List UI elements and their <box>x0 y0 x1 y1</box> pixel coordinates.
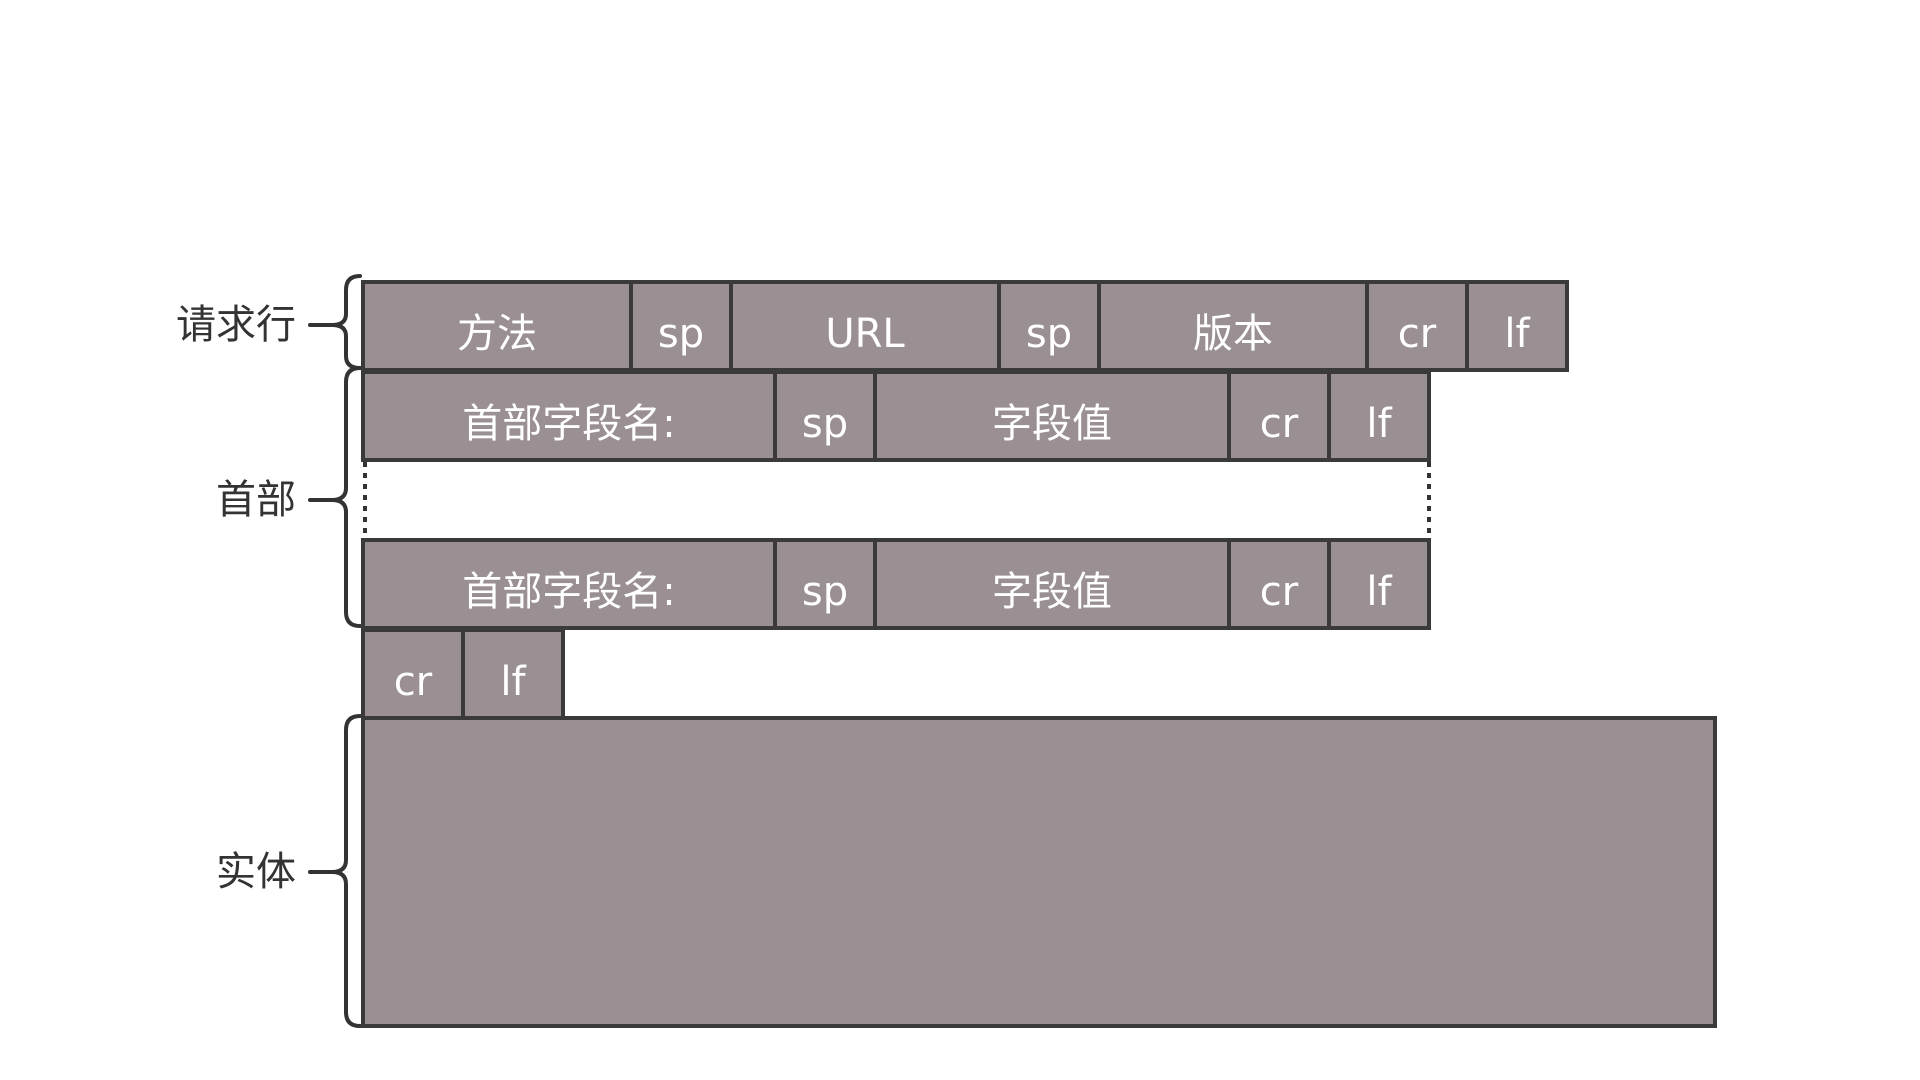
header-lf-text: lf <box>1366 401 1392 447</box>
request-version-cell: 版本 <box>1097 280 1369 372</box>
request-lf-cell: lf <box>1465 280 1569 372</box>
request-url-cell: URL <box>729 280 1001 372</box>
header-value-text: 字段值 <box>992 401 1112 447</box>
blank-line-lf-cell: lf <box>461 628 565 720</box>
header-sp-cell: sp <box>773 538 877 630</box>
request-cr-cell: cr <box>1365 280 1469 372</box>
blank-line-cr-text: cr <box>394 659 433 705</box>
request-version-text: 版本 <box>1193 311 1273 357</box>
header-sp-cell: sp <box>773 370 877 462</box>
header-cr-text: cr <box>1260 569 1299 615</box>
request-method-text: 方法 <box>457 311 537 357</box>
request-sp1-text: sp <box>658 311 704 357</box>
header-value-cell: 字段值 <box>873 538 1231 630</box>
header-name-text: 首部字段名: <box>462 401 675 447</box>
request-url-text: URL <box>825 311 905 357</box>
header-name-text: 首部字段名: <box>462 569 675 615</box>
entity-body-block <box>361 716 1717 1028</box>
header-cr-cell: cr <box>1227 370 1331 462</box>
header-lf-cell: lf <box>1327 370 1431 462</box>
header-lf-text: lf <box>1366 569 1392 615</box>
header-label: 首部 <box>216 477 296 523</box>
request-sp2-cell: sp <box>997 280 1101 372</box>
header-lf-cell: lf <box>1327 538 1431 630</box>
header-name-cell: 首部字段名: <box>361 370 777 462</box>
blank-line-cr-cell: cr <box>361 628 465 720</box>
request-sp1-cell: sp <box>629 280 733 372</box>
entity-label: 实体 <box>216 849 296 895</box>
request-method-cell: 方法 <box>361 280 633 372</box>
request-cr-text: cr <box>1398 311 1437 357</box>
header-cr-cell: cr <box>1227 538 1331 630</box>
request-line-brace <box>308 274 362 370</box>
request-sp2-text: sp <box>1026 311 1072 357</box>
blank-line-lf-text: lf <box>500 659 526 705</box>
header-brace <box>308 366 362 628</box>
header-sp-text: sp <box>802 569 848 615</box>
header-value-cell: 字段值 <box>873 370 1231 462</box>
header-value-text: 字段值 <box>992 569 1112 615</box>
request-line-label: 请求行 <box>176 302 296 348</box>
header-cr-text: cr <box>1260 401 1299 447</box>
entity-brace <box>308 714 362 1028</box>
header-name-cell: 首部字段名: <box>361 538 777 630</box>
header-sp-text: sp <box>802 401 848 447</box>
request-lf-text: lf <box>1504 311 1530 357</box>
